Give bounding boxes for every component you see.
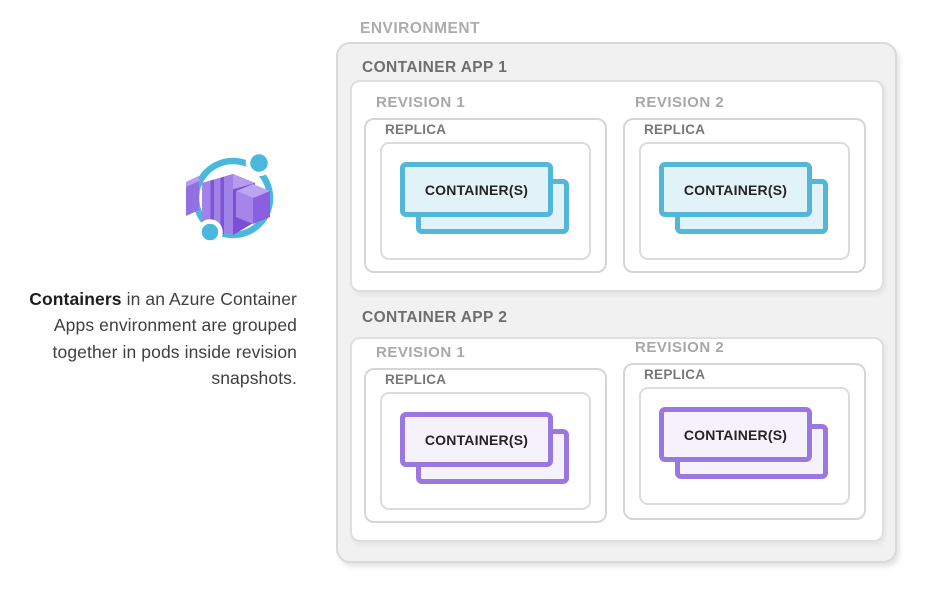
containers-label: CONTAINER(S) bbox=[683, 181, 788, 198]
replica-label: REPLICA bbox=[644, 122, 706, 137]
revision-label: REVISION 2 bbox=[635, 94, 725, 111]
app2-revision-2-group: REVISION 2 REPLICA CONTAINER(S) bbox=[623, 339, 866, 540]
app2-revision-1-group: REVISION 1 REPLICA CONTAINER(S) bbox=[364, 339, 607, 540]
container-front-card: CONTAINER(S) bbox=[659, 407, 812, 462]
container-front-card: CONTAINER(S) bbox=[659, 162, 812, 217]
containers-label: CONTAINER(S) bbox=[424, 431, 529, 448]
environment-box: CONTAINER APP 1 REVISION 1 REPLICA CONTA… bbox=[336, 42, 897, 563]
caption-text: in an Azure Container Apps environment a… bbox=[52, 288, 297, 389]
containers-label: CONTAINER(S) bbox=[683, 426, 788, 443]
revision-label: REVISION 1 bbox=[376, 94, 466, 111]
replica-box: CONTAINER(S) bbox=[639, 387, 850, 505]
revision-box: REPLICA CONTAINER(S) bbox=[364, 368, 607, 523]
azure-container-apps-icon bbox=[186, 149, 274, 245]
app1-revision-1-group: REVISION 1 REPLICA CONTAINER(S) bbox=[364, 82, 607, 290]
replica-label: REPLICA bbox=[385, 372, 447, 387]
caption-bold-word: Containers bbox=[29, 288, 122, 309]
replica-label: REPLICA bbox=[385, 122, 447, 137]
containers-label: CONTAINER(S) bbox=[424, 181, 529, 198]
revision-box: REPLICA CONTAINER(S) bbox=[623, 118, 866, 273]
container-app-2-box: REVISION 1 REPLICA CONTAINER(S) REVISION… bbox=[350, 337, 884, 542]
environment-label: ENVIRONMENT bbox=[360, 20, 481, 37]
revision-box: REPLICA CONTAINER(S) bbox=[623, 363, 866, 520]
diagram-caption: Containers in an Azure Container Apps en… bbox=[4, 286, 297, 392]
replica-box: CONTAINER(S) bbox=[380, 142, 591, 260]
app1-revision-2-group: REVISION 2 REPLICA CONTAINER(S) bbox=[623, 82, 866, 290]
revision-label: REVISION 2 bbox=[635, 339, 725, 356]
replica-box: CONTAINER(S) bbox=[380, 392, 591, 510]
replica-box: CONTAINER(S) bbox=[639, 142, 850, 260]
container-app-2-label: CONTAINER APP 2 bbox=[362, 309, 508, 326]
container-front-card: CONTAINER(S) bbox=[400, 412, 553, 467]
container-front-card: CONTAINER(S) bbox=[400, 162, 553, 217]
container-app-1-box: REVISION 1 REPLICA CONTAINER(S) REVISION… bbox=[350, 80, 884, 292]
replica-label: REPLICA bbox=[644, 367, 706, 382]
container-app-1-label: CONTAINER APP 1 bbox=[362, 59, 508, 76]
revision-label: REVISION 1 bbox=[376, 344, 466, 361]
revision-box: REPLICA CONTAINER(S) bbox=[364, 118, 607, 273]
